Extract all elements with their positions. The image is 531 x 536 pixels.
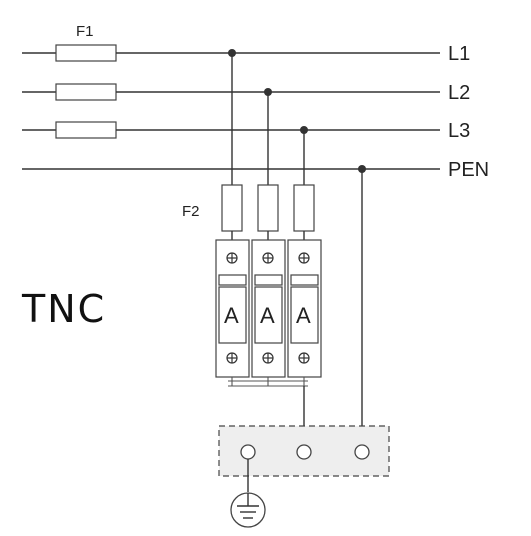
terminal-box	[218, 425, 390, 477]
earth-ground-icon	[230, 459, 266, 528]
conductor-label-l1: L1	[448, 43, 470, 65]
spd-fuse-label: F2	[182, 203, 200, 220]
conductor-l1: L1	[22, 43, 470, 65]
spd-fuses	[221, 184, 315, 240]
conductor-pen: PEN	[22, 159, 489, 181]
spd-module-letter-3: A	[296, 303, 311, 328]
main-fuse-label: F1	[76, 23, 94, 40]
spd-fuse-1	[221, 184, 243, 232]
conductor-label-pen: PEN	[448, 159, 489, 181]
spd-module-3: A	[287, 239, 322, 378]
terminal-spd	[296, 444, 312, 460]
conductor-l3: L3	[22, 120, 470, 142]
main-fuse-l2	[55, 83, 117, 101]
tap-wires	[228, 49, 366, 450]
conductor-label-l2: L2	[448, 82, 470, 104]
main-fuse-l1	[55, 44, 117, 62]
spd-module-letter-2: A	[260, 303, 275, 328]
system-type-label: TNC	[21, 287, 106, 331]
conductor-l2: L2	[22, 82, 470, 104]
spd-module-letter-1: A	[224, 303, 239, 328]
main-fuse-l3	[55, 121, 117, 139]
spd-module-2: A	[251, 239, 286, 378]
spd-fuse-3	[293, 184, 315, 232]
terminal-pen	[354, 444, 370, 460]
spd-module-1: A	[215, 239, 250, 378]
terminal-earth	[240, 444, 256, 460]
conductor-label-l3: L3	[448, 120, 470, 142]
spd-fuse-2	[257, 184, 279, 232]
